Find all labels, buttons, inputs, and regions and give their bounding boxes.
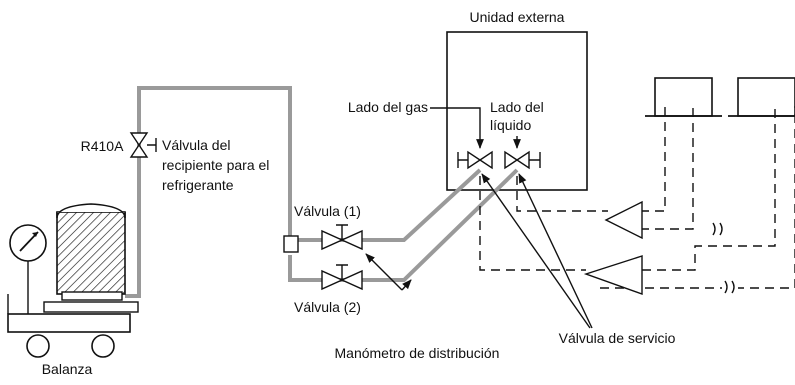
service-valve-arrow-2 xyxy=(518,173,593,329)
scale-base xyxy=(7,313,131,333)
liquid-service-valve xyxy=(504,150,541,170)
branch-b xyxy=(600,106,795,289)
service-valve-label: Válvula de servicio xyxy=(559,330,676,346)
pipe-break-icon xyxy=(722,280,738,294)
valve-icon xyxy=(129,132,157,158)
scale-label: Balanza xyxy=(42,361,93,377)
gas-line-1 xyxy=(479,176,586,271)
scale-plate xyxy=(43,301,139,313)
gas-side-label: Lado del gas xyxy=(348,99,428,115)
valve-1-label: Válvula (1) xyxy=(294,203,361,219)
valve-2 xyxy=(321,264,363,291)
manifold-gauge-label: Manómetro de distribución xyxy=(335,345,500,361)
valve-2-label: Válvula (2) xyxy=(294,299,361,315)
wheel-right xyxy=(91,334,115,358)
manifold-arrow-1 xyxy=(365,253,403,291)
gas-side-arrow xyxy=(430,107,484,149)
container-valve-label-2: recipiente para el xyxy=(162,157,269,173)
pressure-gauge-icon xyxy=(9,224,47,262)
liquid-line-1 xyxy=(516,176,608,212)
scale-cart xyxy=(7,203,139,358)
gas-service-valve xyxy=(457,150,493,170)
branch-a xyxy=(625,106,694,230)
liquid-side-label-2: líquido xyxy=(490,117,531,133)
branch-joint xyxy=(583,200,643,295)
indoor-unit-icon xyxy=(645,77,722,117)
service-valve-arrow-1 xyxy=(481,173,591,329)
manifold-arrow-2 xyxy=(401,279,412,291)
valve-1 xyxy=(321,224,363,251)
container-valve-label-1: Válvula del xyxy=(162,137,231,153)
manifold-tee xyxy=(283,235,299,253)
wheel-left xyxy=(26,334,50,358)
pipe-break-icon xyxy=(710,222,726,236)
charging-hose xyxy=(125,86,292,298)
liquid-side-label-1: Lado del xyxy=(490,99,544,115)
outdoor-unit-label: Unidad externa xyxy=(470,9,565,25)
refrigerant-label: R410A xyxy=(81,138,124,154)
container-valve-label-3: refrigerante xyxy=(162,177,234,193)
refrigerant-cylinder xyxy=(56,211,126,295)
indoor-unit-icon xyxy=(728,77,795,117)
